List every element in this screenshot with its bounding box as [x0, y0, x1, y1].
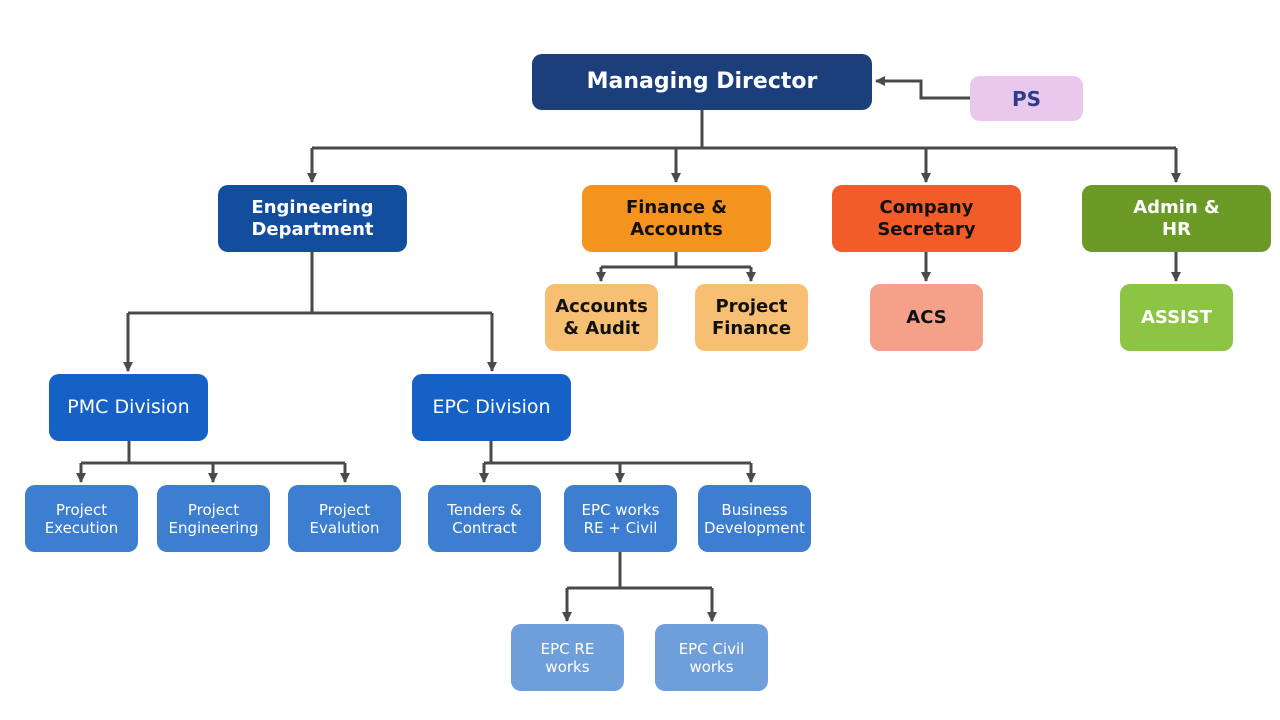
- tenders-contract-box: Tenders & Contract: [428, 485, 541, 552]
- project-finance-box: Project Finance: [695, 284, 808, 351]
- engineering-department-box: Engineering Department: [218, 185, 407, 252]
- company-secretary-box: Company Secretary: [832, 185, 1021, 252]
- epc-re-works-box: EPC RE works: [511, 624, 624, 691]
- project-engineering-box: Project Engineering: [157, 485, 270, 552]
- pmc-division-box: PMC Division: [49, 374, 208, 441]
- assist-box: ASSIST: [1120, 284, 1233, 351]
- epc-civil-works-box: EPC Civil works: [655, 624, 768, 691]
- project-execution-box: Project Execution: [25, 485, 138, 552]
- accounts-audit-box: Accounts & Audit: [545, 284, 658, 351]
- project-evalution-box: Project Evalution: [288, 485, 401, 552]
- managing-director-box: Managing Director: [532, 54, 872, 110]
- admin-hr-box: Admin & HR: [1082, 185, 1271, 252]
- epc-division-box: EPC Division: [412, 374, 571, 441]
- finance-accounts-box: Finance & Accounts: [582, 185, 771, 252]
- epc-works-box: EPC works RE + Civil: [564, 485, 677, 552]
- ps-box: PS: [970, 76, 1083, 121]
- business-development-box: Business Development: [698, 485, 811, 552]
- acs-box: ACS: [870, 284, 983, 351]
